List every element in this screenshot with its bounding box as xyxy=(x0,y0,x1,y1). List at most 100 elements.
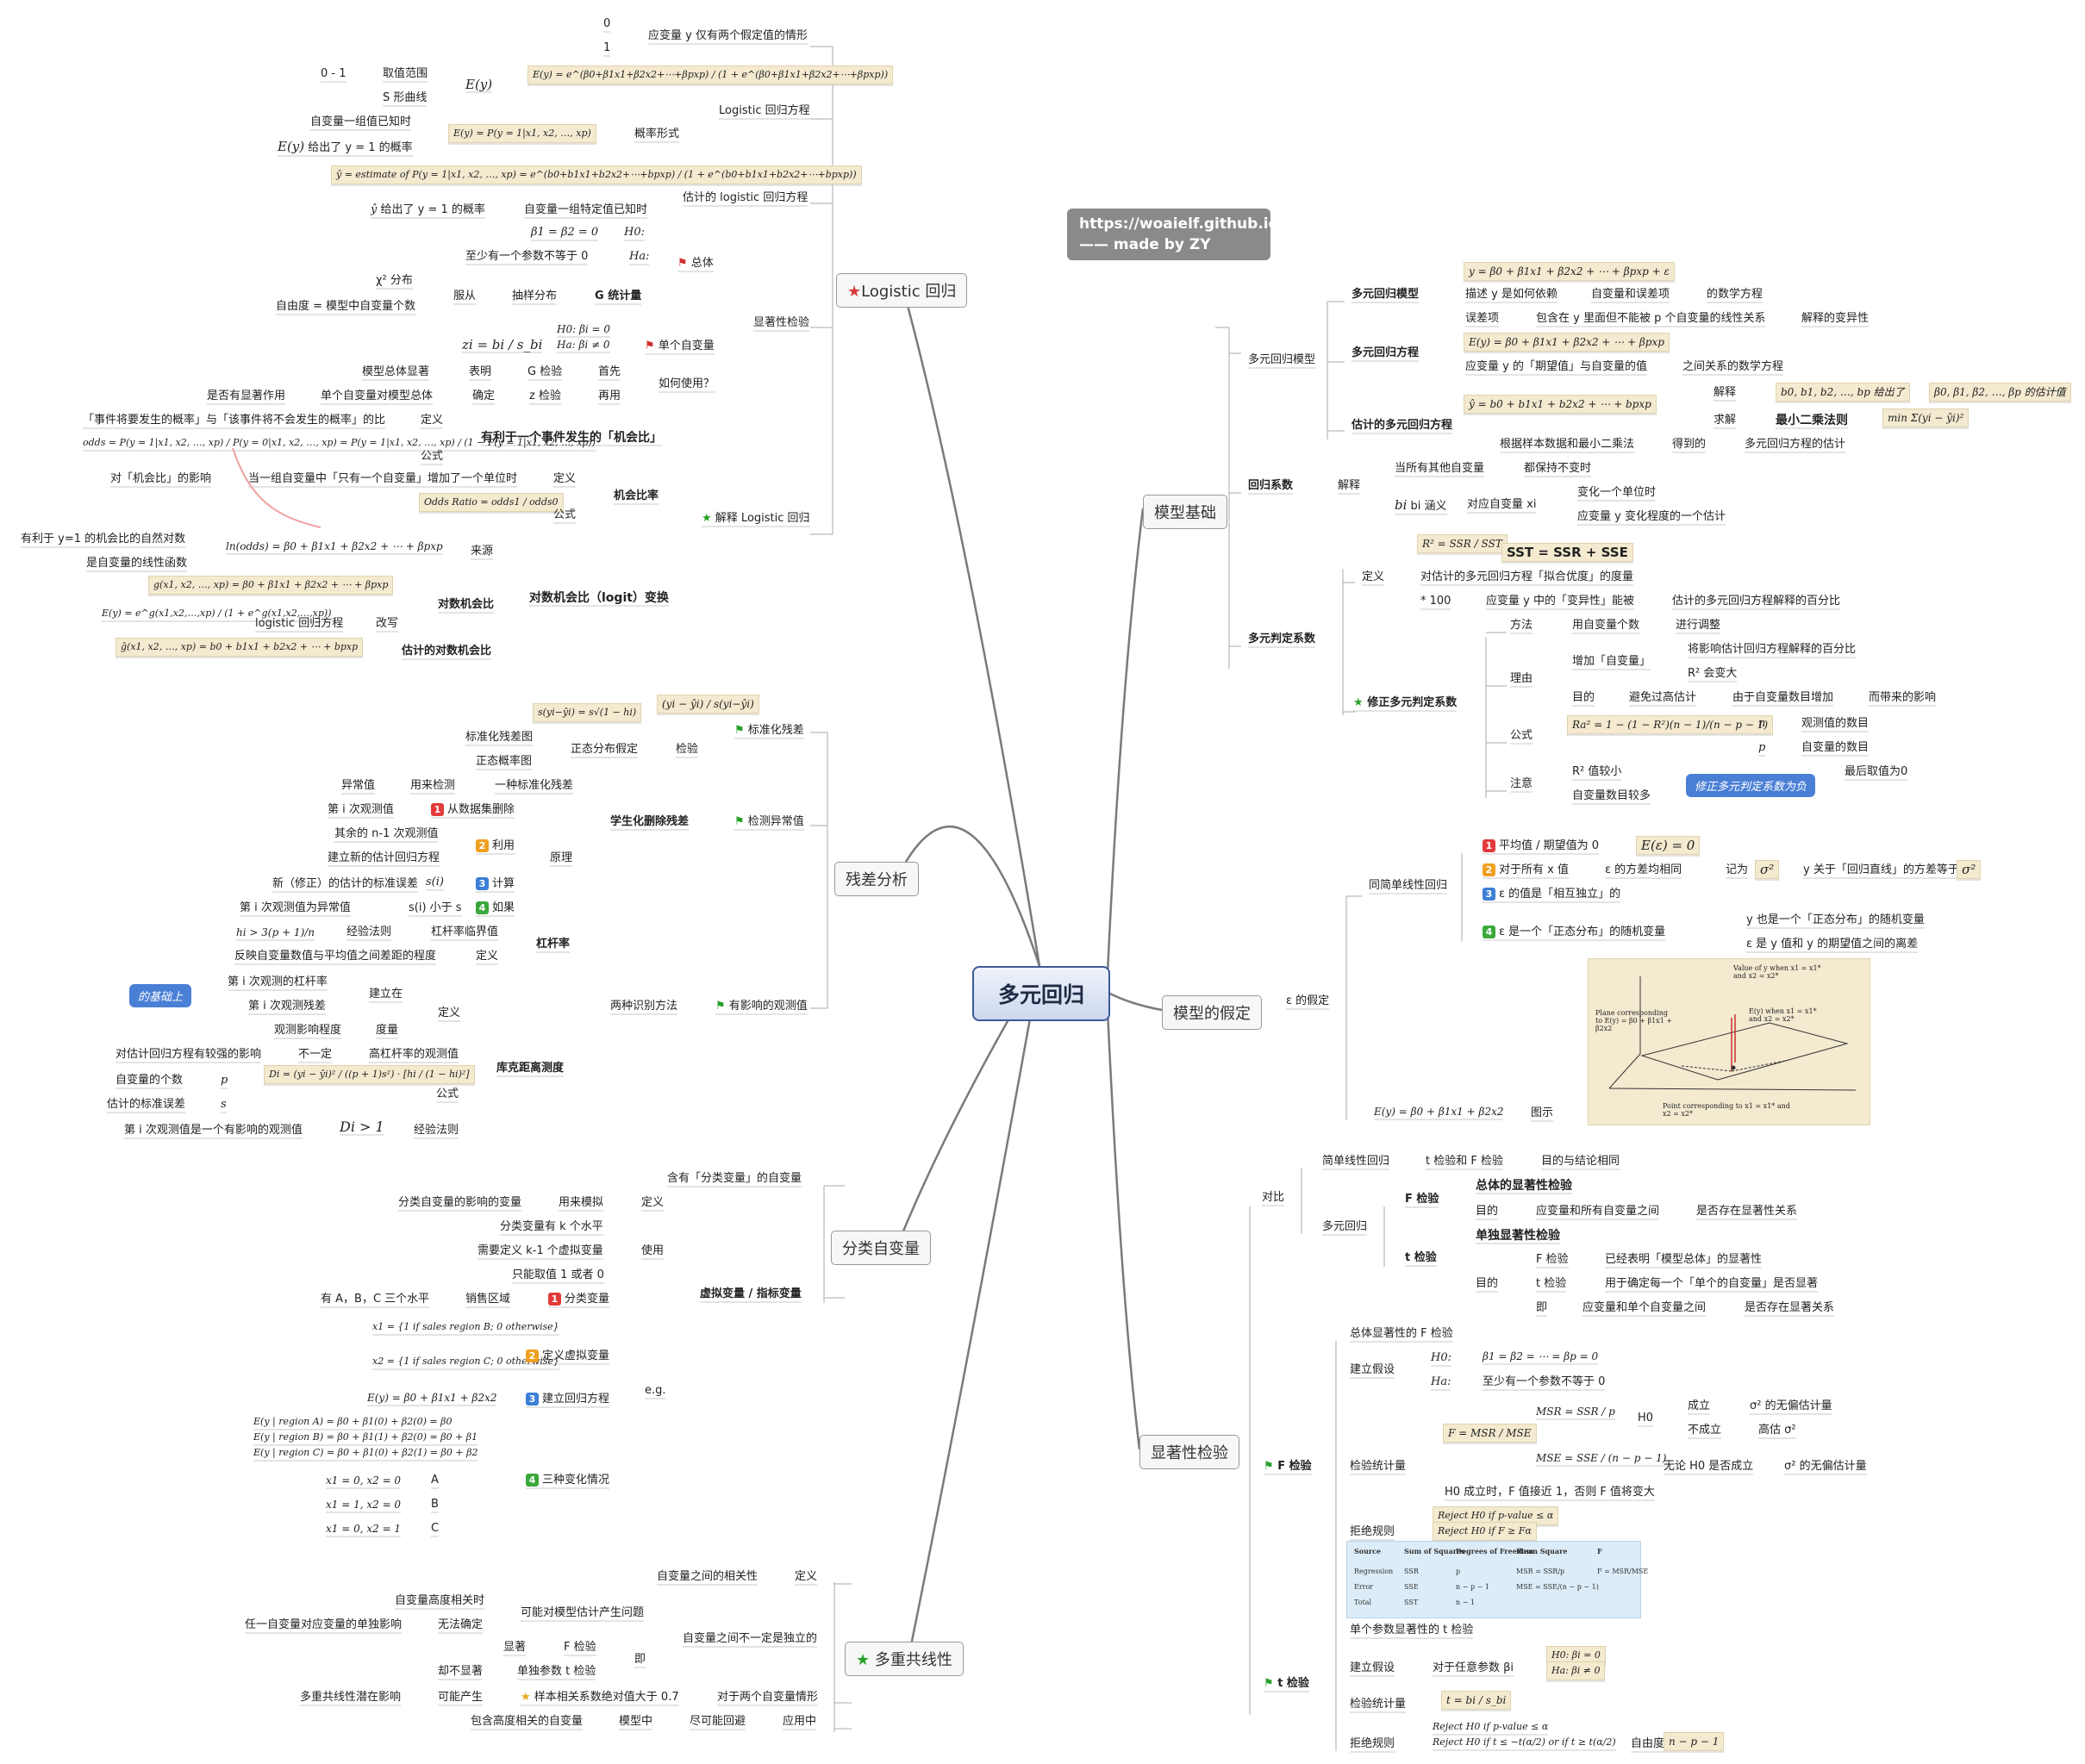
node: 拒绝规则 xyxy=(1350,1737,1395,1750)
node: 记为 xyxy=(1726,863,1749,876)
node: 含有「分类变量」的自变量 xyxy=(667,1172,802,1185)
node: 解释 xyxy=(1714,386,1737,399)
node: 自变量一组特定值已知时 xyxy=(524,203,648,216)
flag-icon: ⚑ xyxy=(715,1000,726,1013)
node: 对比 xyxy=(1262,1191,1285,1204)
topic-significance-test[interactable]: 显著性检验 xyxy=(1139,1435,1239,1469)
node: 再用 xyxy=(598,390,621,402)
label: p xyxy=(221,1074,228,1087)
node: 对估计的多元回归方程「拟合优度」的度量 xyxy=(1420,570,1634,583)
node: E(y) 给出了 y = 1 的概率 xyxy=(278,139,413,154)
node: Logistic 回归方程 xyxy=(719,104,810,117)
formula: SST = SSR + SSE xyxy=(1501,543,1633,562)
formula: Di = (yi − ŷi)² / ((p + 1)s²) · [hi / (1… xyxy=(264,1065,475,1084)
node: 应变量 y 仅有两个假定值的情形 xyxy=(648,29,808,42)
negative-callout[interactable]: 修正多元判定系数为负 xyxy=(1686,774,1816,797)
node: A xyxy=(431,1474,439,1487)
node: 检验统计量 xyxy=(1350,1698,1407,1711)
regression-plane-figure: Plane corresponding to E(y) = β0 + β1x1 … xyxy=(1588,958,1870,1125)
flag-icon: ⚑ xyxy=(734,815,745,828)
node: F 检验 xyxy=(1405,1193,1439,1206)
central-topic[interactable]: 多元回归 xyxy=(972,966,1110,1021)
node: 拒绝规则 xyxy=(1350,1525,1395,1538)
node: 多重共线性潜在影响 xyxy=(300,1691,402,1704)
node: 用自变量个数 xyxy=(1572,619,1640,632)
formula: s(i) xyxy=(426,876,444,888)
node: 原理 xyxy=(550,851,573,864)
node: y 也是一个「正态分布」的随机变量 xyxy=(1746,913,1925,926)
node: 度量 xyxy=(376,1024,399,1037)
node: 当一组自变量中「只有一个自变量」增加了一个单位时 xyxy=(248,472,518,485)
node: 根据样本数据和最小二乘法 xyxy=(1500,438,1635,451)
based-on-callout[interactable]: 的基础上 xyxy=(129,984,192,1007)
node: 解释 xyxy=(1338,479,1361,492)
value-label: Value of y when x1 = x1* and x2 = x2* xyxy=(1733,964,1821,980)
node: 自变量高度相关时 xyxy=(395,1594,485,1607)
node: 自变量的数目 xyxy=(1801,741,1870,754)
label: p xyxy=(1758,741,1766,754)
formula: Reject H0 if F ≥ Fα xyxy=(1433,1522,1537,1541)
node: 库克距离测度 xyxy=(496,1062,565,1075)
anova-header: Source xyxy=(1354,1547,1382,1555)
node: ŷ 给出了 y = 1 的概率 xyxy=(371,203,485,216)
node: 公式 xyxy=(436,1088,459,1100)
node: 目的 xyxy=(1476,1205,1499,1218)
node: 自变量之间不一定是独立的 xyxy=(683,1632,818,1645)
anova-header: Degrees of Freedom xyxy=(1456,1547,1534,1555)
node: 的数学方程 xyxy=(1707,288,1764,301)
number-1-icon: 1 xyxy=(431,803,444,816)
node: H0 成立时，F 值接近 1，否则 F 值将变大 xyxy=(1445,1486,1655,1499)
node: 只能取值 1 或者 0 xyxy=(512,1268,604,1281)
node: 目的 xyxy=(1476,1277,1499,1290)
topic-model-assumption[interactable]: 模型的假定 xyxy=(1162,995,1262,1030)
star-icon: ★ xyxy=(702,512,712,525)
topic-categorical[interactable]: 分类自变量 xyxy=(831,1231,931,1265)
node: 估计的标准误差 xyxy=(107,1098,186,1111)
number-1-icon: 1 xyxy=(1483,839,1495,852)
node: 有利于一个事件发生的「机会比」 xyxy=(481,431,662,445)
ey-label: E(y) when x1 = x1* and x2 = x2* xyxy=(1749,1007,1817,1023)
node: 误差项 xyxy=(1465,312,1500,325)
label: n xyxy=(1758,717,1766,730)
label: 计算 xyxy=(492,877,515,890)
anova-cell: n − 1 xyxy=(1456,1599,1476,1606)
node: 公式 xyxy=(1510,729,1533,742)
node: 即 xyxy=(1536,1301,1548,1314)
node: t 检验 xyxy=(1536,1277,1567,1290)
label: ε 是一个「正态分布」的随机变量 xyxy=(1499,926,1666,938)
topic-residual[interactable]: 残差分析 xyxy=(834,862,919,896)
formula: σ² xyxy=(1957,860,1982,879)
node: 自变量之间的相关性 xyxy=(657,1570,758,1583)
flag-icon: ⚑ xyxy=(645,340,655,352)
node: C xyxy=(431,1522,440,1535)
node: 0 xyxy=(603,17,611,30)
topic-logistic[interactable]: ★Logistic 回归 xyxy=(836,273,968,308)
label: s xyxy=(221,1098,227,1111)
url-text[interactable]: https://woaielf.github.io/ xyxy=(1079,215,1284,233)
formula: zi = bi / s_bi xyxy=(462,337,543,352)
node: 都保持不变时 xyxy=(1524,462,1592,475)
node: 包含在 y 里面但不能被 p 个自变量的线性关系 xyxy=(1536,312,1766,325)
node: 当所有其他自变量 xyxy=(1395,462,1485,475)
node: 第 i 次观测残差 xyxy=(248,1000,326,1013)
formula: odds = P(y = 1|x1, x2, …, xp) / P(y = 0|… xyxy=(83,437,596,448)
formula: E(y | region C) = β0 + β1(0) + β2(1) = β… xyxy=(253,1447,478,1458)
anova-cell: SSE xyxy=(1404,1583,1419,1591)
node: ε 的假定 xyxy=(1286,994,1330,1007)
node: 解释的变异性 xyxy=(1801,312,1870,325)
node: 学生化删除残差 xyxy=(610,815,690,828)
topic-multicollinearity[interactable]: ★ 多重共线性 xyxy=(845,1642,964,1676)
formula: E(y) = e^(β0+β1x1+β2x2+⋯+βpxp) / (1 + e^… xyxy=(527,65,894,84)
node: 第 i 次观测值是一个有影响的观测值 xyxy=(124,1124,303,1137)
label: 三种变化情况 xyxy=(542,1474,610,1487)
node: 包含高度相关的自变量 xyxy=(471,1715,584,1728)
formula: R² = SSR / SST xyxy=(1417,534,1508,553)
formula: E(y | region A) = β0 + β1(0) + β2(0) = β… xyxy=(253,1416,453,1427)
node: t 检验和 F 检验 xyxy=(1426,1155,1503,1168)
topic-model-basics[interactable]: 模型基础 xyxy=(1143,495,1227,529)
formula: n − p − 1 xyxy=(1664,1732,1725,1751)
